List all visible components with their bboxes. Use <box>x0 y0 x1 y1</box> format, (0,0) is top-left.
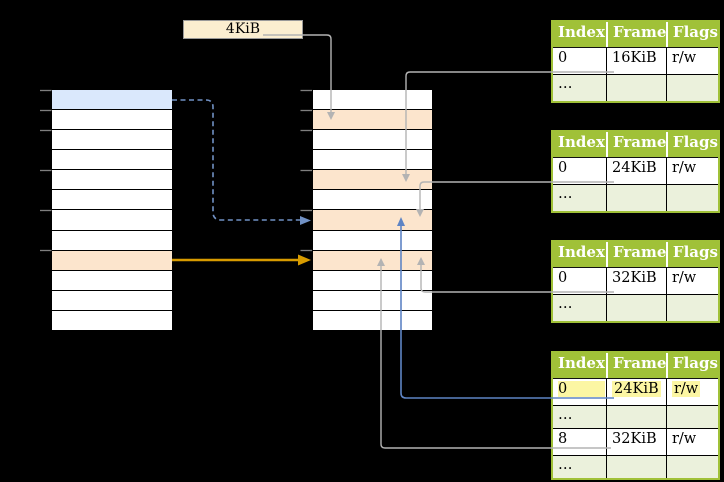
table-cell <box>606 75 666 101</box>
table-row: … <box>553 294 718 321</box>
header-cell-flags: Flags <box>665 22 718 47</box>
memory-cell <box>313 290 432 310</box>
table-cell: r/w <box>665 429 718 455</box>
table-cell <box>606 406 666 428</box>
table-row: … <box>553 455 718 478</box>
header-cell-frame: Frame <box>606 132 666 157</box>
table-cell: 32KiB <box>606 429 666 455</box>
header-cell-index: Index <box>558 133 605 151</box>
table-cell <box>665 75 718 101</box>
memory-cell <box>313 270 432 290</box>
memory-cell <box>52 170 172 190</box>
header-cell-frame: Frame <box>606 22 666 47</box>
arrow-identity-mapped-page <box>172 254 311 266</box>
memory-cell <box>52 190 172 210</box>
table-cell <box>606 295 666 321</box>
memory-cell <box>313 210 432 230</box>
table-cell: r/w <box>665 158 718 184</box>
header-cell-flags: Flags <box>665 353 718 378</box>
table-cell <box>606 456 666 478</box>
memory-cell <box>52 230 172 250</box>
memory-cell <box>52 310 172 330</box>
table-cell: 0 <box>553 379 606 405</box>
table-row: … <box>553 74 718 101</box>
memory-cell <box>52 130 172 150</box>
header-cell-flags: Flags <box>665 132 718 157</box>
memory-cell <box>313 230 432 250</box>
table-cell: r/w <box>665 48 718 74</box>
memory-cell <box>313 110 432 130</box>
header-cell-index: Index <box>558 354 605 372</box>
page-size-label: 4KiB <box>225 21 261 37</box>
table-cell: … <box>558 407 573 423</box>
table-cell: 8 <box>558 431 568 447</box>
page-size-callout: 4KiB <box>183 20 303 39</box>
table-cell <box>665 456 718 478</box>
memory-cell <box>52 210 172 230</box>
left-memory-column <box>52 90 172 330</box>
table-row: … <box>553 184 718 211</box>
table-cell: … <box>558 296 573 312</box>
memory-cell <box>313 130 432 150</box>
table-cell: … <box>558 76 573 92</box>
memory-cell <box>52 150 172 170</box>
table-cell: 0 <box>558 50 568 66</box>
table-cell: 32KiB <box>606 268 666 294</box>
memory-cell <box>313 170 432 190</box>
arrow-virtual-page-to-frame7-dashed <box>172 99 311 225</box>
table-cell <box>606 185 666 211</box>
memory-cell <box>52 290 172 310</box>
memory-cell <box>313 310 432 330</box>
header-cell-frame: Frame <box>606 353 666 378</box>
middle-memory-column <box>313 90 432 330</box>
table-cell: r/w <box>665 379 718 405</box>
memory-cell <box>313 90 432 110</box>
table-cell: 0 <box>558 270 568 286</box>
table-cell <box>665 295 718 321</box>
header-cell-index: Index <box>558 243 605 261</box>
table-cell: 0 <box>558 160 568 176</box>
memory-cell <box>313 250 432 270</box>
table-cell: r/w <box>665 268 718 294</box>
highlighted-value: 0 <box>558 381 605 397</box>
highlighted-value: r/w <box>671 381 701 397</box>
header-cell-index: Index <box>558 23 605 41</box>
header-cell-flags: Flags <box>665 242 718 267</box>
memory-cell <box>52 90 172 110</box>
table-cell <box>665 406 718 428</box>
table-row: … <box>553 405 718 428</box>
memory-cell <box>52 270 172 290</box>
memory-cell <box>313 190 432 210</box>
header-cell-frame: Frame <box>606 242 666 267</box>
memory-cell <box>52 110 172 130</box>
table-cell: … <box>558 457 573 473</box>
memory-cell <box>313 150 432 170</box>
table-cell: 16KiB <box>606 48 666 74</box>
table-cell: … <box>558 186 573 202</box>
table-row: 0 24KiB r/w <box>553 378 718 405</box>
table-cell: 24KiB <box>606 158 666 184</box>
table-cell: 24KiB <box>606 379 666 405</box>
highlighted-value: 24KiB <box>612 381 661 397</box>
table-cell <box>665 185 718 211</box>
memory-cell <box>52 250 172 270</box>
